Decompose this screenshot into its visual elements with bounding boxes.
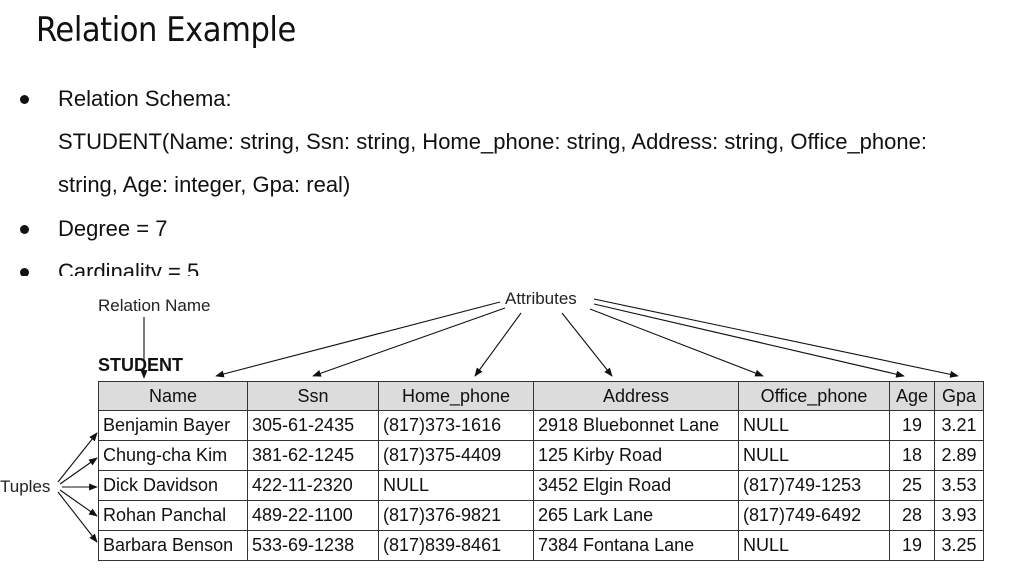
- student-table: Name Ssn Home_phone Address Office_phone…: [98, 381, 984, 561]
- cell-age: 19: [889, 410, 935, 441]
- column-header-office-phone: Office_phone: [738, 381, 890, 411]
- table-row: Dick Davidson 422-11-2320 NULL 3452 Elgi…: [98, 470, 984, 501]
- column-header-address: Address: [533, 381, 739, 411]
- table-row: Rohan Panchal 489-22-1100 (817)376-9821 …: [98, 500, 984, 531]
- bullet-dot: [20, 95, 29, 104]
- cell-ssn: 381-62-1245: [247, 440, 379, 471]
- attribute-arrow-address: [561, 312, 613, 377]
- cell-name: Benjamin Bayer: [98, 410, 248, 441]
- cell-gpa: 2.89: [934, 440, 984, 471]
- cell-ssn: 422-11-2320: [247, 470, 379, 501]
- cell-name: Chung-cha Kim: [98, 440, 248, 471]
- cell-gpa: 3.93: [934, 500, 984, 531]
- tuple-arrow-4: [59, 489, 98, 517]
- cell-ssn: 489-22-1100: [247, 500, 379, 531]
- attribute-arrow-age: [593, 303, 905, 378]
- cell-gpa: 3.21: [934, 410, 984, 441]
- column-header-age: Age: [889, 381, 935, 411]
- cell-address: 2918 Bluebonnet Lane: [533, 410, 739, 441]
- cell-name: Dick Davidson: [98, 470, 248, 501]
- cell-age: 25: [889, 470, 935, 501]
- cell-gpa: 3.25: [934, 530, 984, 561]
- cell-name: Barbara Benson: [98, 530, 248, 561]
- cell-office-phone: (817)749-1253: [738, 470, 890, 501]
- cell-home-phone: NULL: [378, 470, 534, 501]
- slide-title: Relation Example: [36, 10, 296, 50]
- schema-label: Relation Schema:: [58, 86, 232, 111]
- bullet-list: Relation Schema: STUDENT(Name: string, S…: [0, 78, 1017, 276]
- attribute-arrow-office-phone: [589, 308, 764, 377]
- column-header-home-phone: Home_phone: [378, 381, 534, 411]
- cell-home-phone: (817)376-9821: [378, 500, 534, 531]
- cell-office-phone: NULL: [738, 410, 890, 441]
- relation-name-caption: Relation Name: [98, 296, 211, 315]
- cell-home-phone: (817)373-1616: [378, 410, 534, 441]
- relation-label: STUDENT: [98, 355, 183, 375]
- column-header-name: Name: [98, 381, 248, 411]
- cell-office-phone: (817)749-6492: [738, 500, 890, 531]
- cell-home-phone: (817)839-8461: [378, 530, 534, 561]
- table-row: Benjamin Bayer 305-61-2435 (817)373-1616…: [98, 410, 984, 441]
- tuples-caption: Tuples: [0, 477, 51, 496]
- relation-figure: Relation Name Attributes Tuples STUDENT …: [0, 280, 1017, 584]
- bullet-dot: [20, 268, 29, 276]
- column-header-gpa: Gpa: [934, 381, 984, 411]
- table-row: Chung-cha Kim 381-62-1245 (817)375-4409 …: [98, 440, 984, 471]
- cell-ssn: 305-61-2435: [247, 410, 379, 441]
- cell-gpa: 3.53: [934, 470, 984, 501]
- tuple-arrow-5: [57, 491, 98, 543]
- cell-ssn: 533-69-1238: [247, 530, 379, 561]
- attribute-arrow-ssn: [312, 307, 506, 377]
- figure-arrows: [57, 298, 959, 543]
- attribute-arrow-name: [215, 301, 501, 378]
- cell-office-phone: NULL: [738, 440, 890, 471]
- cardinality-text: Cardinality = 5: [58, 259, 200, 276]
- cell-age: 18: [889, 440, 935, 471]
- cell-home-phone: (817)375-4409: [378, 440, 534, 471]
- cell-office-phone: NULL: [738, 530, 890, 561]
- cell-address: 3452 Elgin Road: [533, 470, 739, 501]
- schema-line-1: STUDENT(Name: string, Ssn: string, Home_…: [58, 129, 927, 154]
- attributes-caption: Attributes: [505, 289, 577, 308]
- cell-age: 28: [889, 500, 935, 531]
- degree-text: Degree = 7: [58, 216, 168, 241]
- cell-address: 265 Lark Lane: [533, 500, 739, 531]
- attribute-arrow-home-phone: [474, 312, 522, 377]
- cell-address: 125 Kirby Road: [533, 440, 739, 471]
- table-header-row: Name Ssn Home_phone Address Office_phone…: [98, 381, 984, 411]
- tuple-arrow-2: [59, 457, 98, 485]
- cell-address: 7384 Fontana Lane: [533, 530, 739, 561]
- cell-age: 19: [889, 530, 935, 561]
- cell-name: Rohan Panchal: [98, 500, 248, 531]
- tuple-arrow-1: [57, 432, 98, 483]
- schema-line-2: string, Age: integer, Gpa: real): [58, 172, 351, 197]
- attribute-arrow-gpa: [593, 298, 959, 378]
- table-row: Barbara Benson 533-69-1238 (817)839-8461…: [98, 530, 984, 561]
- column-header-ssn: Ssn: [247, 381, 379, 411]
- bullet-dot: [20, 225, 29, 234]
